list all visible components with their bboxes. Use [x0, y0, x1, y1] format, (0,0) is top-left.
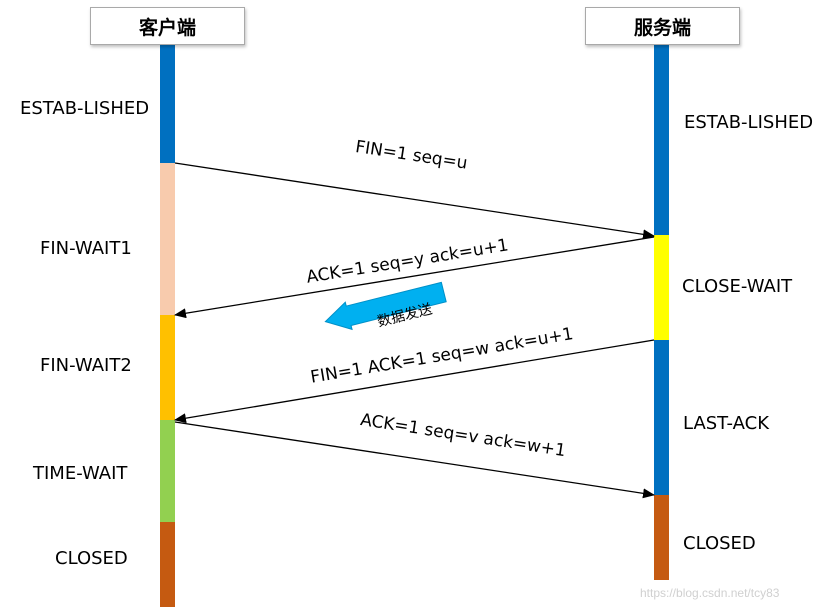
left-arrow-icon — [324, 281, 447, 331]
client-state-time-wait: TIME-WAIT — [33, 463, 128, 484]
server-segment-closed — [654, 495, 669, 580]
server-state-close-wait: CLOSE-WAIT — [682, 276, 793, 297]
server-state-estab: ESTAB-LISHED — [684, 112, 814, 133]
server-state-last-ack: LAST-ACK — [683, 413, 769, 434]
arrow-ack-client-to-server — [174, 421, 655, 499]
client-segment-fin-wait1 — [160, 163, 175, 315]
arrow-ack-server-to-client — [174, 236, 655, 319]
client-state-estab: ESTAB-LISHED — [20, 98, 150, 119]
client-header: 客户端 — [90, 7, 245, 45]
data-send-callout — [324, 281, 447, 331]
arrow-fin-client-to-server — [174, 162, 655, 240]
client-segment-closed — [160, 522, 175, 607]
server-header: 服务端 — [585, 7, 740, 45]
watermark: https://blog.csdn.net/tcy83 — [640, 586, 780, 600]
client-state-fin-wait1: FIN-WAIT1 — [40, 238, 132, 259]
client-segment-fin-wait2 — [160, 315, 175, 420]
server-state-closed: CLOSED — [683, 533, 756, 554]
server-segment-last-ack — [654, 340, 669, 495]
client-title: 客户端 — [138, 16, 196, 39]
client-state-fin-wait2: FIN-WAIT2 — [40, 355, 132, 376]
client-state-closed: CLOSED — [55, 548, 128, 569]
arrow-fin-ack-server-to-client — [174, 339, 655, 424]
server-segment-close-wait — [654, 235, 669, 340]
server-segment-estab — [654, 45, 669, 235]
client-segment-time-wait — [160, 420, 175, 522]
client-segment-estab — [160, 45, 175, 163]
server-title: 服务端 — [633, 16, 691, 39]
